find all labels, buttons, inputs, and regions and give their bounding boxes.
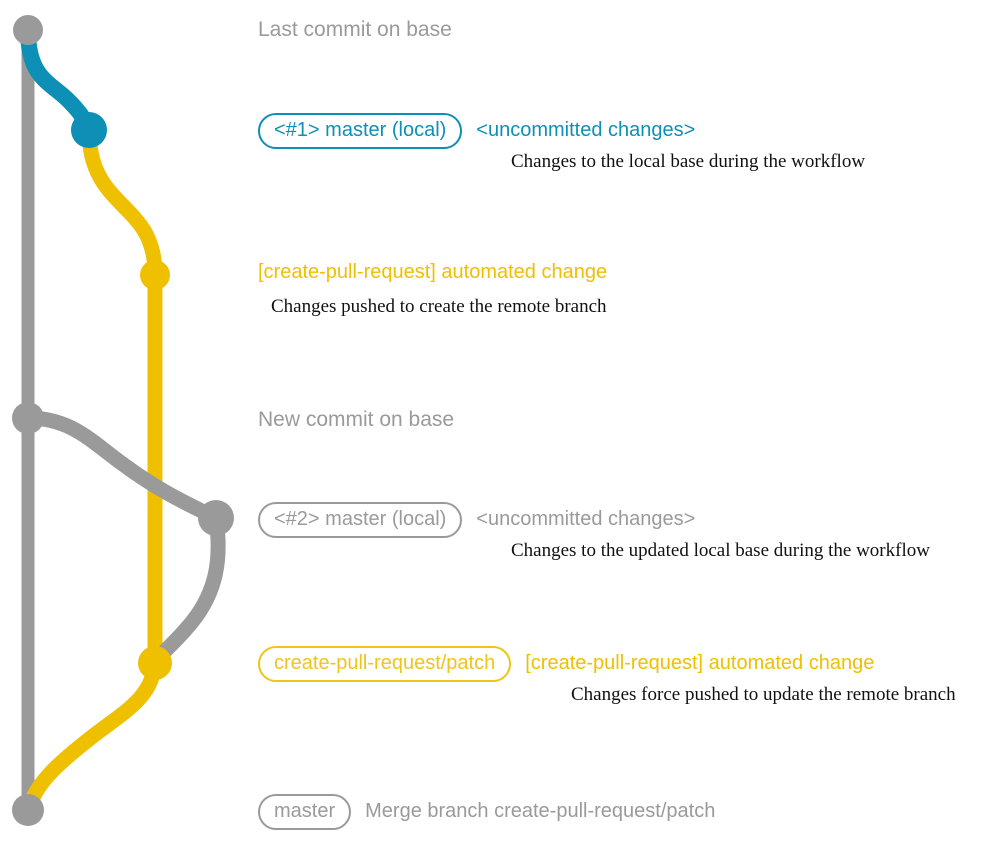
commit-node-auto-1 bbox=[140, 260, 170, 290]
description-local-commit-2: Changes to the updated local base during… bbox=[511, 540, 930, 561]
commit-node-base-1 bbox=[13, 15, 43, 45]
commit-message-local-1: <uncommitted changes> bbox=[476, 119, 696, 141]
updated-local-branch-line bbox=[20, 410, 224, 526]
label-new-commit-on-base: New commit on base bbox=[258, 408, 455, 431]
remote-yellow-upper-line bbox=[81, 122, 163, 283]
description-local-commit-1: Changes to the local base during the wor… bbox=[511, 151, 866, 172]
entry-automated-change-2: create-pull-request/patch [create-pull-r… bbox=[258, 646, 874, 682]
commit-message-automated-2: [create-pull-request] automated change bbox=[525, 652, 875, 674]
entry-local-commit-2: <#2> master (local) <uncommitted changes… bbox=[258, 502, 695, 538]
commit-node-local-2 bbox=[198, 500, 234, 536]
commit-node-base-2 bbox=[12, 402, 44, 434]
entry-local-commit-1: <#1> master (local) <uncommitted changes… bbox=[258, 113, 695, 149]
updated-local-to-patch-line bbox=[147, 510, 226, 671]
commit-node-patch-1 bbox=[138, 646, 172, 680]
branch-badge-master-local-1[interactable]: <#1> master (local) bbox=[258, 113, 463, 149]
commit-node-local-1 bbox=[71, 112, 107, 148]
entry-merge-commit: master Merge branch create-pull-request/… bbox=[258, 794, 715, 830]
entry-automated-change-1: [create-pull-request] automated change bbox=[258, 262, 607, 282]
label-last-commit-on-base: Last commit on base bbox=[258, 18, 452, 41]
commit-message-automated-1: [create-pull-request] automated change bbox=[258, 261, 608, 283]
commit-message-local-2: <uncommitted changes> bbox=[476, 508, 696, 530]
branch-badge-master-local-2[interactable]: <#2> master (local) bbox=[258, 502, 463, 538]
description-automated-change-1: Changes pushed to create the remote bran… bbox=[271, 296, 607, 317]
branch-badge-create-pull-request-patch[interactable]: create-pull-request/patch bbox=[258, 646, 512, 682]
description-automated-change-2: Changes force pushed to update the remot… bbox=[571, 684, 956, 705]
patch-to-merge-line bbox=[20, 655, 163, 818]
commit-node-merge bbox=[12, 794, 44, 826]
branch-badge-master[interactable]: master bbox=[258, 794, 352, 830]
commit-message-merge: Merge branch create-pull-request/patch bbox=[365, 800, 716, 822]
